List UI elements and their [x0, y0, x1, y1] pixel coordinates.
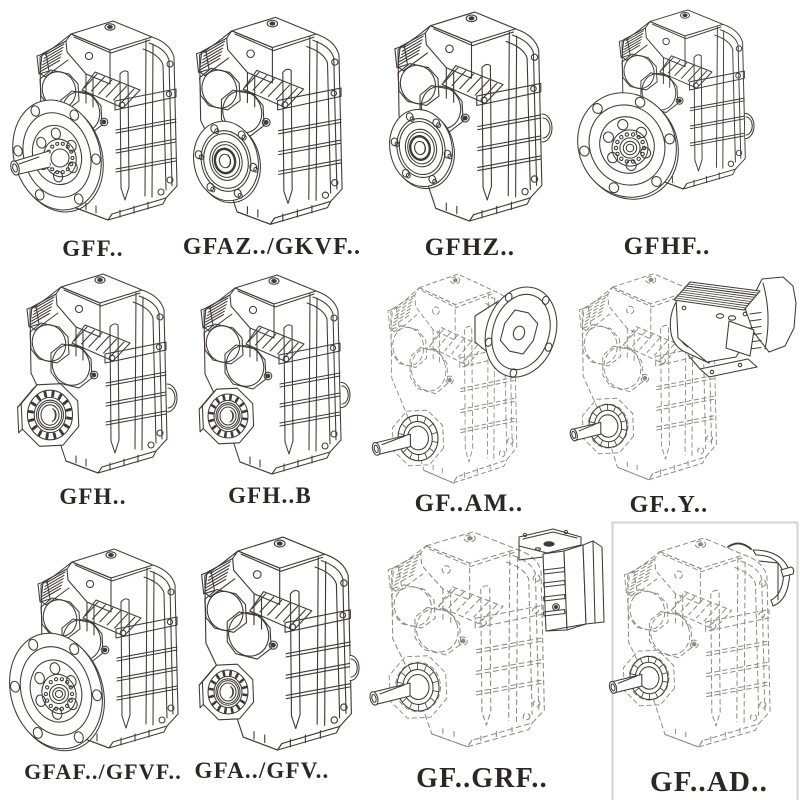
svg-text:GFAF../GFVF..: GFAF../GFVF.. [24, 759, 182, 784]
svg-text:GFA../GFV..: GFA../GFV.. [194, 758, 329, 783]
svg-text:GF..AD..: GF..AD.. [650, 766, 768, 798]
svg-text:GF..GRF..: GF..GRF.. [416, 763, 548, 794]
svg-text:GFHF..: GFHF.. [624, 233, 711, 260]
svg-text:GF..Y..: GF..Y.. [630, 492, 709, 518]
svg-text:GFH..: GFH.. [59, 484, 126, 509]
svg-text:GFH..B: GFH..B [228, 483, 312, 508]
svg-text:GF..AM..: GF..AM.. [415, 490, 524, 517]
svg-text:GFF..: GFF.. [62, 236, 123, 261]
svg-text:GFAZ../GKVF..: GFAZ../GKVF.. [183, 234, 361, 260]
svg-text:GFHZ..: GFHZ.. [425, 234, 516, 261]
